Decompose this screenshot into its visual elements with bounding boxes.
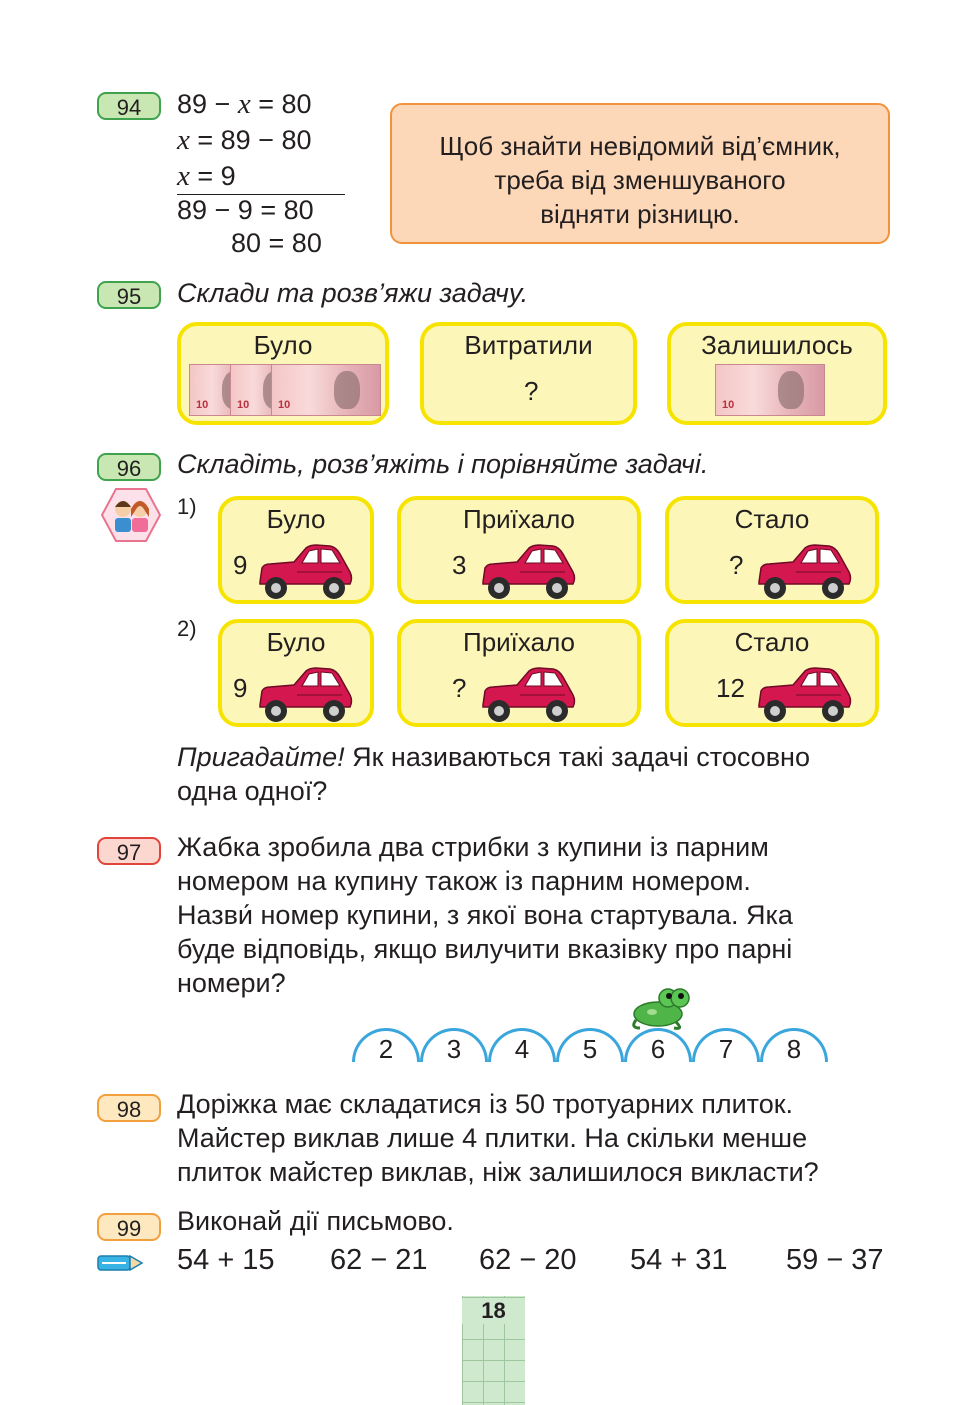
- box-value: 3: [452, 550, 467, 580]
- exercise-96-prompt: Складіть, розв’яжіть і порівняйте задачі…: [177, 449, 709, 479]
- exercise-number-95: 95: [97, 281, 161, 309]
- check-line-2: 80 = 80: [231, 228, 322, 258]
- car-image: [477, 667, 577, 730]
- car-image: [254, 544, 354, 607]
- equation-line-1: 89 − x = 80: [177, 88, 312, 120]
- expression-3: 62 − 20: [479, 1244, 577, 1276]
- exercise-number-97: 97: [97, 837, 161, 865]
- bump-5: 5: [556, 1028, 624, 1064]
- bump-6: 6: [624, 1028, 692, 1064]
- box-label: Приїхало: [463, 504, 575, 534]
- box-label: Стало: [734, 504, 810, 534]
- box-label: Було: [253, 330, 313, 360]
- check-line-1: 89 − 9 = 80: [177, 195, 314, 225]
- equation-line-3: x = 9: [177, 160, 236, 192]
- bump-7: 7: [692, 1028, 760, 1064]
- unknown-value: ?: [524, 376, 539, 406]
- exercise-number-94: 94: [97, 92, 161, 120]
- cars-box-had-2: Було 9: [218, 619, 374, 727]
- box-label: Було: [266, 504, 326, 534]
- pair-work-icon: [101, 488, 161, 542]
- frog-icon: [632, 988, 690, 1030]
- car-image: [753, 667, 853, 730]
- exercise-98-text: Доріжка має складатися із 50 тротуарних …: [177, 1089, 819, 1187]
- page-number: 18: [462, 1298, 525, 1324]
- box-value: ?: [452, 673, 467, 703]
- cars-box-became-2: Стало 12: [665, 619, 879, 727]
- bump-3: 3: [420, 1028, 488, 1064]
- spent-box-left: Залишилось 10: [667, 322, 887, 425]
- check-divider: [177, 194, 345, 195]
- spent-box-had: Було 10 10 10: [177, 322, 389, 425]
- rule-line-1: Щоб знайти невідомий від’ємник,: [439, 131, 841, 161]
- banknote-image: 10: [715, 364, 825, 416]
- expression-1: 54 + 15: [177, 1244, 275, 1276]
- box-label: Було: [266, 627, 326, 657]
- banknote-image: 10: [271, 364, 381, 416]
- spent-box-spent: Витратили ?: [420, 322, 637, 425]
- expression-4: 54 + 31: [630, 1244, 728, 1276]
- task-marker-2: 2): [177, 616, 197, 641]
- cars-box-became-1: Стало ?: [665, 496, 879, 604]
- exercise-number-99: 99: [97, 1213, 161, 1241]
- cars-box-arrived-2: Приїхало ?: [397, 619, 641, 727]
- pencil-icon: [97, 1254, 144, 1272]
- box-label: Приїхало: [463, 627, 575, 657]
- bump-2: 2: [352, 1028, 420, 1064]
- exercise-95-prompt: Склади та розв’яжи задачу.: [177, 278, 529, 308]
- car-image: [753, 544, 853, 607]
- equation-line-2: x = 89 − 80: [177, 124, 312, 156]
- box-label: Витратили: [464, 330, 593, 360]
- exercise-number-96: 96: [97, 453, 161, 481]
- exercise-number-98: 98: [97, 1094, 161, 1122]
- box-label: Залишилось: [701, 330, 853, 360]
- box-value: 9: [233, 550, 248, 580]
- rule-line-3: відняти різницю.: [540, 199, 740, 229]
- rule-box: Щоб знайти невідомий від’ємник, треба ві…: [390, 103, 890, 244]
- task-marker-1: 1): [177, 494, 197, 519]
- cars-box-had-1: Було 9: [218, 496, 374, 604]
- remember-label: Пригадайте!: [177, 742, 345, 772]
- box-value: ?: [729, 550, 744, 580]
- box-value: 12: [716, 673, 745, 703]
- exercise-99-prompt: Виконай дії письмово.: [177, 1206, 454, 1236]
- box-value: 9: [233, 673, 248, 703]
- car-image: [477, 544, 577, 607]
- exercise-97-text: Жабка зробила два стрибки з купини із па…: [177, 832, 793, 998]
- cars-box-arrived-1: Приїхало 3: [397, 496, 641, 604]
- expression-2: 62 − 21: [330, 1244, 428, 1276]
- car-image: [254, 667, 354, 730]
- remember-question: Пригадайте! Як називаються такі задачі с…: [177, 742, 810, 806]
- bump-4: 4: [488, 1028, 556, 1064]
- box-label: Стало: [734, 627, 810, 657]
- rule-line-2: треба від зменшуваного: [494, 165, 786, 195]
- expression-5: 59 − 37: [786, 1244, 884, 1276]
- bump-8: 8: [760, 1028, 828, 1064]
